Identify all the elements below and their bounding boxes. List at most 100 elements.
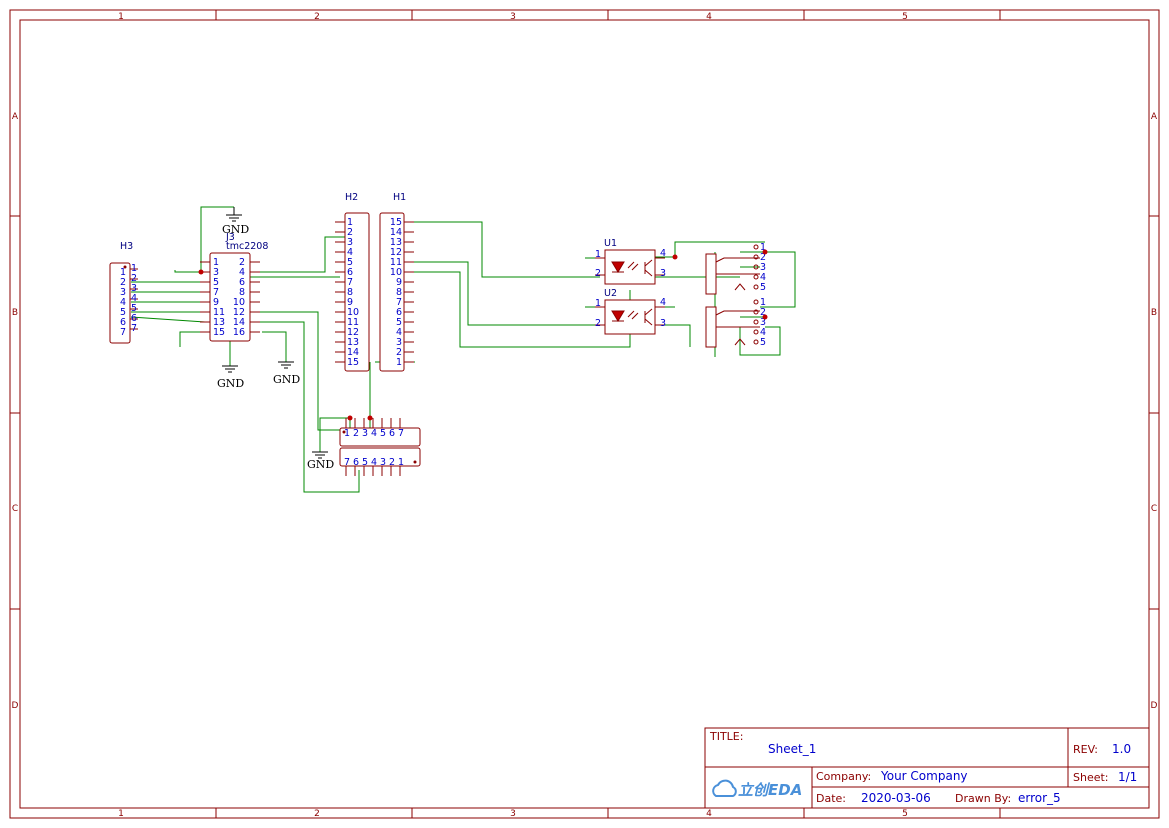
pin-number: 1: [131, 263, 137, 274]
pin-number: 4: [371, 457, 377, 468]
pin-number: 2: [389, 457, 395, 468]
pin-number: 5: [213, 277, 219, 288]
pin-number: 12: [233, 307, 245, 318]
pin-number: 4: [660, 297, 666, 308]
row-label-left: A: [12, 112, 19, 122]
optocoupler-u2[interactable]: U2 1 2 4 3: [595, 288, 666, 335]
pin-number: 8: [239, 287, 245, 298]
date-label: Date:: [816, 792, 846, 805]
pin-number: 8: [347, 287, 353, 298]
row-label-right: C: [1151, 504, 1157, 514]
pin-number: 7: [120, 327, 126, 338]
sheet-value: 1/1: [1118, 770, 1137, 784]
pin-number: 3: [660, 318, 666, 329]
pin-number: 4: [760, 327, 766, 338]
pin-number: 3: [213, 267, 219, 278]
drawn-by-value: error_5: [1018, 791, 1061, 805]
pin-number: 7: [131, 323, 137, 334]
pin-number: 8: [396, 287, 402, 298]
pin-number: 3: [760, 262, 766, 273]
gnd-symbol: GND: [273, 361, 300, 386]
pin-number: 10: [390, 267, 402, 278]
row-label-right: D: [1151, 701, 1158, 711]
ref-label-u2: U2: [604, 288, 617, 299]
optocoupler-u1[interactable]: U1 1 2 4 3: [595, 238, 666, 285]
pin-number: 4: [239, 267, 245, 278]
ref-label-h2: H2: [345, 192, 358, 203]
pin-number: 11: [347, 317, 359, 328]
pin-number: 4: [347, 247, 353, 258]
pin-number: 3: [396, 337, 402, 348]
gnd-label: GND: [273, 373, 300, 386]
pin-number: 6: [396, 307, 402, 318]
logo-text: 立创EDA: [738, 781, 802, 799]
ref-label-h1: H1: [393, 192, 406, 203]
pin-number: 15: [347, 357, 359, 368]
pin-number: 6: [347, 267, 353, 278]
pin-number: 3: [120, 287, 126, 298]
col-label-bottom: 1: [118, 809, 124, 819]
col-label-bottom: 4: [706, 809, 712, 819]
junctions: [198, 249, 768, 421]
pin-number: 3: [362, 428, 368, 439]
gnd-label: GND: [222, 223, 249, 236]
title-block: TITLE: Sheet_1 REV: 1.0 Company: Your Co…: [704, 727, 1150, 809]
pin-number: 3: [660, 268, 666, 279]
pin-number: 3: [380, 457, 386, 468]
rev-value: 1.0: [1112, 742, 1131, 756]
col-label-top: 5: [902, 12, 908, 22]
pin-number: 1: [344, 428, 350, 439]
pin-number: 2: [760, 307, 766, 318]
pin-number: 11: [213, 307, 225, 318]
led-icon: [611, 261, 625, 273]
pin-number: 4: [396, 327, 402, 338]
pin-number: 1: [760, 297, 766, 308]
pin-number: 9: [396, 277, 402, 288]
pin-number: 10: [233, 297, 245, 308]
pin-number: 9: [347, 297, 353, 308]
pin-number: 5: [760, 282, 766, 293]
pin-number: 6: [353, 457, 359, 468]
pin-number: 2: [595, 318, 601, 329]
pin-number: 1: [396, 357, 402, 368]
pin-number: 14: [347, 347, 359, 358]
pin-number: 7: [344, 457, 350, 468]
pin-number: 2: [760, 252, 766, 263]
value-label-j3: tmc2208: [226, 241, 268, 252]
col-label-bottom: 3: [510, 809, 516, 819]
pin-number: 5: [760, 337, 766, 348]
pin-number: 16: [233, 327, 245, 338]
pin-number: 2: [396, 347, 402, 358]
pin-number: 4: [371, 428, 377, 439]
sheet-frame: [9, 9, 1160, 819]
col-label-top: 2: [314, 12, 320, 22]
pin-number: 7: [396, 297, 402, 308]
row-label-right: A: [1151, 112, 1158, 122]
pin-number: 3: [347, 237, 353, 248]
pin-number: 2: [239, 257, 245, 268]
pin-number: 2: [347, 227, 353, 238]
title-label: TITLE:: [709, 730, 743, 743]
gnd-symbol: GND: [307, 451, 334, 471]
company-value: Your Company: [880, 769, 968, 783]
pin-number: 11: [390, 257, 402, 268]
pin-number: 4: [760, 272, 766, 283]
pin-number: 6: [239, 277, 245, 288]
pin-number: 3: [131, 283, 137, 294]
pin-number: 5: [131, 303, 137, 314]
pin-number: 5: [120, 307, 126, 318]
pin-number: 6: [131, 313, 137, 324]
pin-number: 13: [213, 317, 225, 328]
pin-number: 5: [380, 428, 386, 439]
ref-label-u1: U1: [604, 238, 617, 249]
pin-number: 7: [213, 287, 219, 298]
col-label-top: 1: [118, 12, 124, 22]
